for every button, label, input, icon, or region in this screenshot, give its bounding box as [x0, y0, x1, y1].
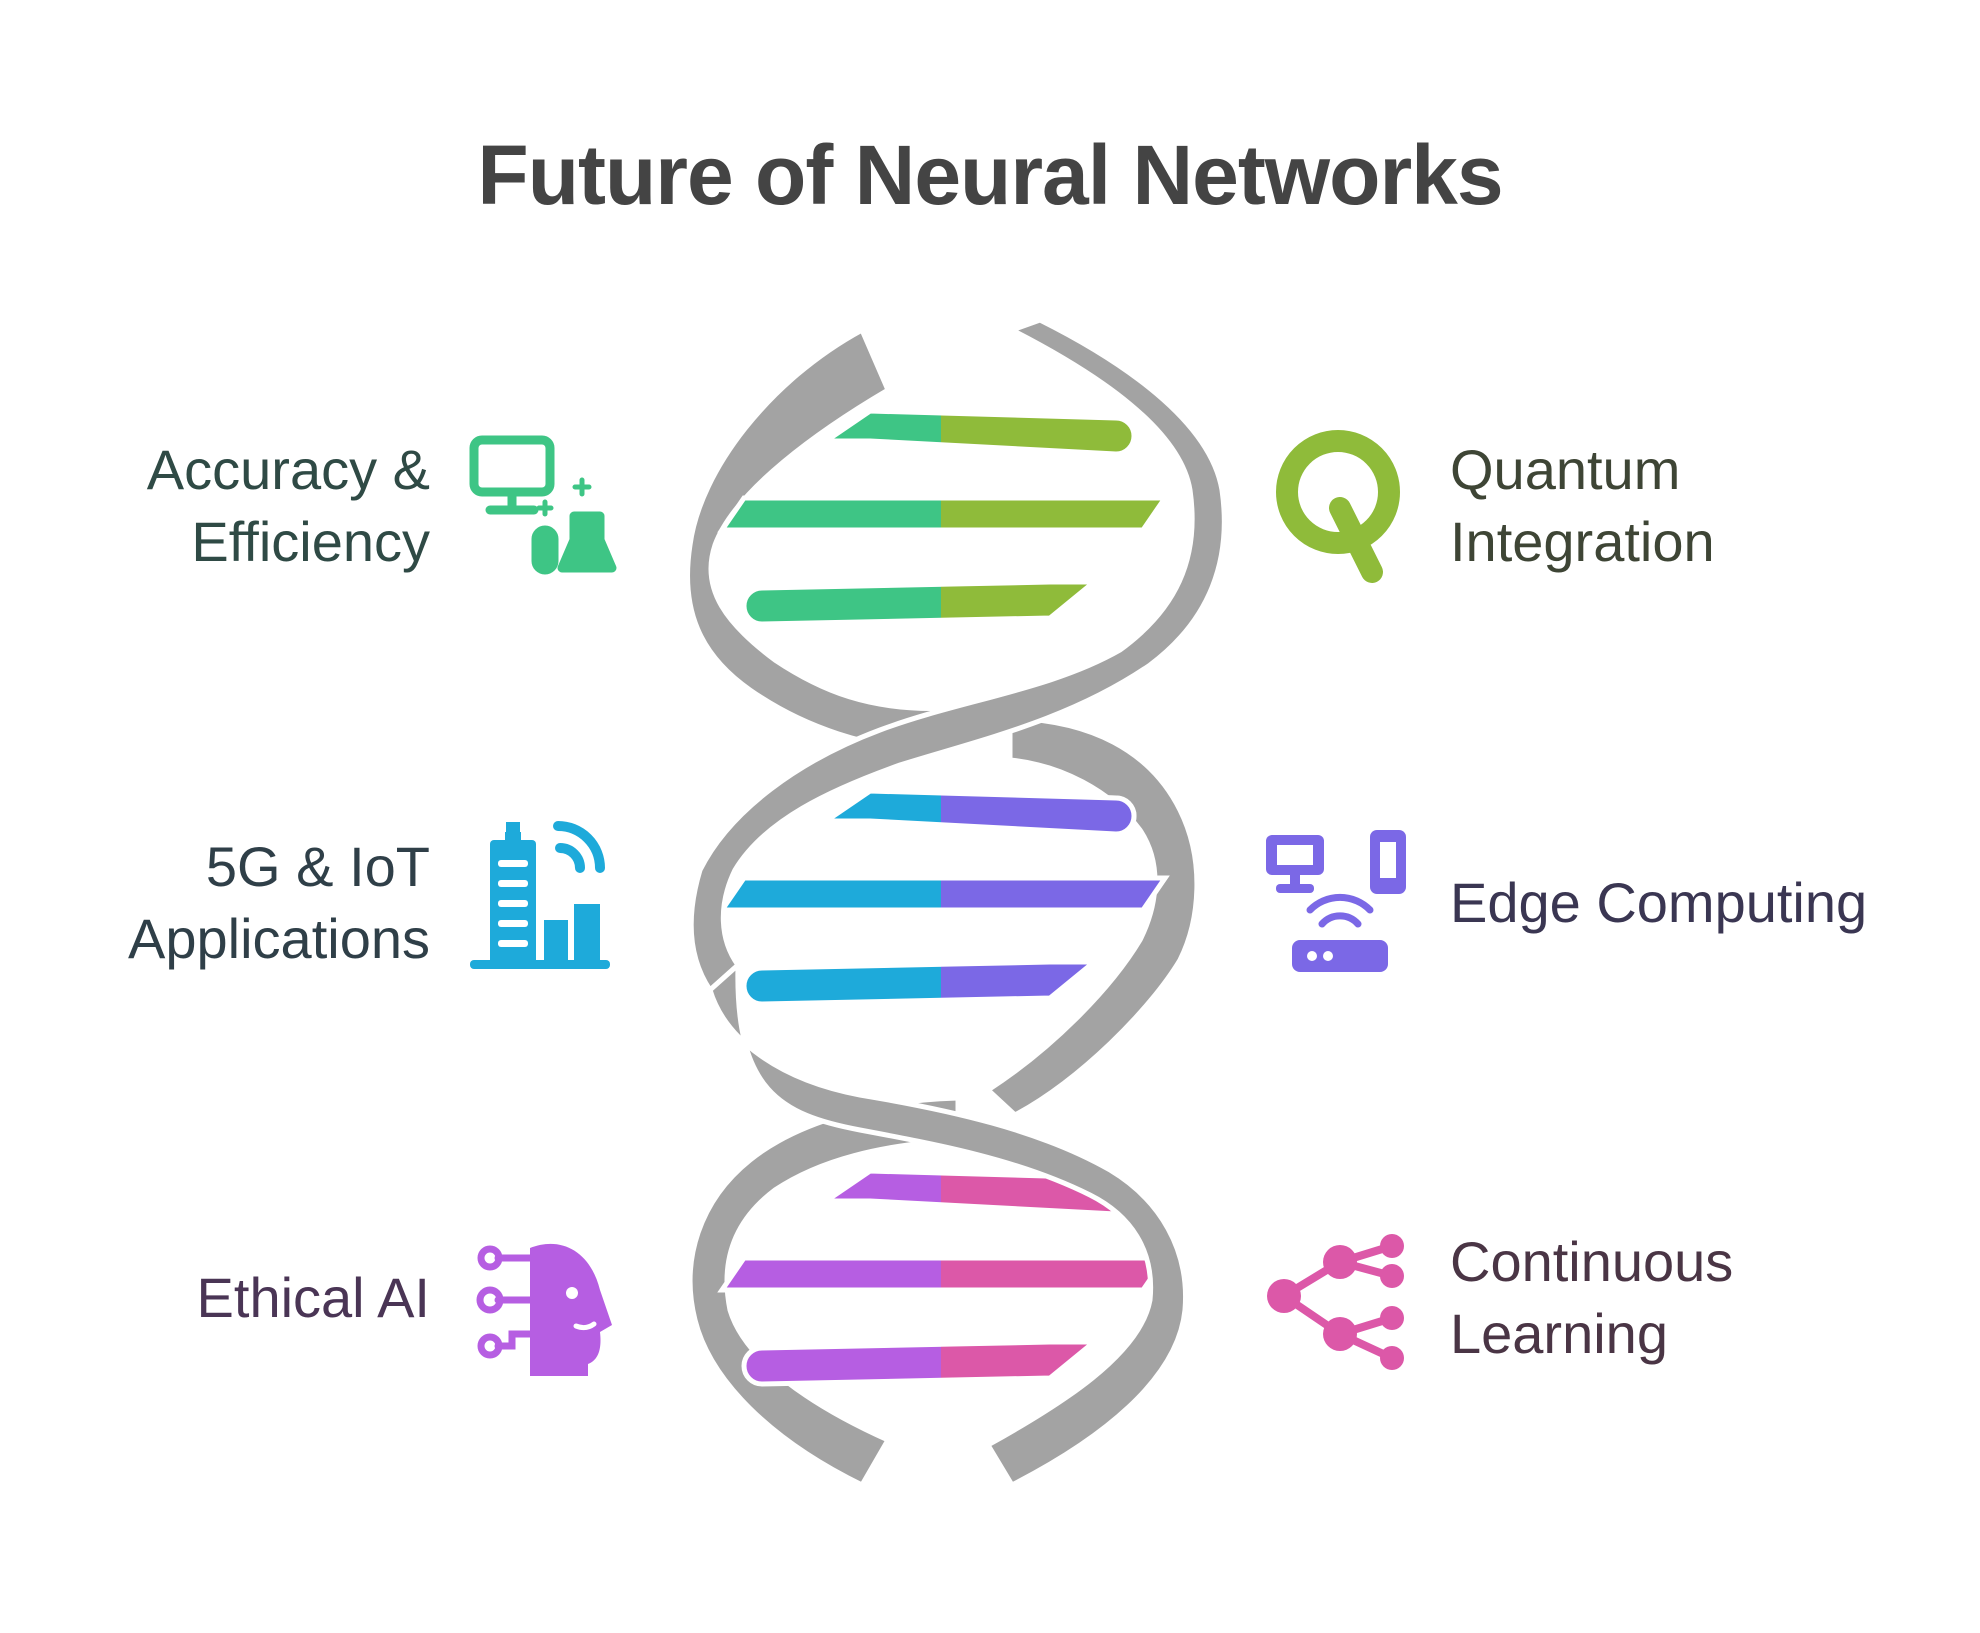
label-line: 5G & IoT	[205, 835, 430, 898]
smart-city-icon	[470, 821, 610, 969]
label-5g-iot: 5G & IoT Applications	[10, 831, 430, 975]
share-network-icon	[1267, 1234, 1404, 1370]
label-quantum-integration: Quantum Integration	[1450, 434, 1970, 578]
computer-lab-icon	[469, 435, 617, 575]
label-continuous-learning: Continuous Learning	[1450, 1226, 1970, 1370]
quantum-q-icon	[1276, 430, 1400, 583]
rung-group-2	[722, 791, 1165, 1004]
label-line: Continuous	[1450, 1230, 1734, 1293]
label-accuracy-efficiency: Accuracy & Efficiency	[10, 434, 430, 578]
page-title: Future of Neural Networks	[477, 128, 1503, 222]
rung-group-3	[722, 1171, 1165, 1384]
label-line: Ethical AI	[196, 1266, 430, 1329]
label-line: Efficiency	[191, 510, 430, 573]
label-line: Quantum	[1450, 438, 1681, 501]
helix-front-strands	[688, 317, 1227, 1488]
label-line: Learning	[1450, 1302, 1668, 1365]
edge-devices-icon	[1266, 830, 1406, 972]
label-line: Edge Computing	[1450, 871, 1868, 934]
label-ethical-ai: Ethical AI	[10, 1262, 430, 1334]
label-line: Applications	[128, 907, 430, 970]
ai-head-icon	[476, 1243, 612, 1376]
label-line: Accuracy &	[146, 438, 430, 501]
label-edge-computing: Edge Computing	[1450, 867, 1970, 939]
label-line: Integration	[1450, 510, 1715, 573]
